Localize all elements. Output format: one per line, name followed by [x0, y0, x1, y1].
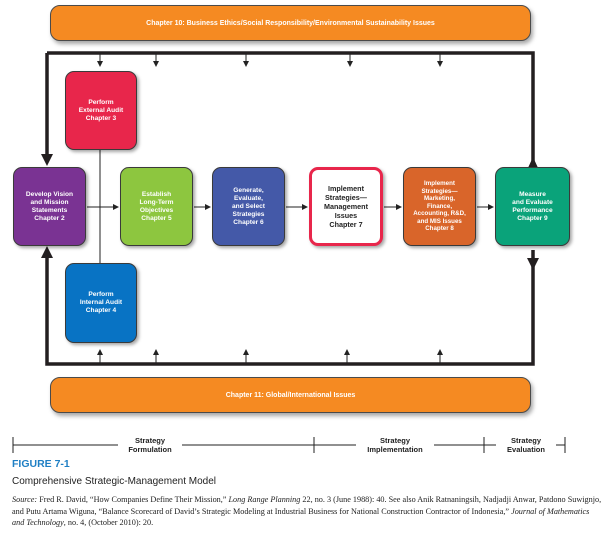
implement-management-label: Implement Strategies— Management Issues … — [324, 184, 368, 229]
phase-timeline — [12, 437, 566, 453]
phase-implementation: Strategy Implementation — [356, 436, 434, 454]
phase-formulation: Strategy Formulation — [118, 436, 182, 454]
top-down-arrows — [97, 54, 443, 67]
feedback-frame-top — [47, 51, 535, 162]
left-down-arrow — [41, 154, 53, 166]
long-term-objectives-label: Establish Long-Term Objectives Chapter 5 — [139, 190, 174, 222]
vision-mission-label: Develop Vision and Mission Statements Ch… — [25, 190, 74, 222]
figure-title: Comprehensive Strategic-Management Model — [12, 476, 216, 487]
source-journal-2: Journal of Mathematics and Technology — [12, 506, 590, 528]
internal-audit-label: Perform Internal Audit Chapter 4 — [79, 291, 123, 314]
generate-strategies-box: Generate, Evaluate, and Select Strategie… — [212, 167, 285, 246]
bottom-up-arrows — [97, 349, 443, 363]
implement-functional-label: Implement Strategies— Marketing, Finance… — [413, 179, 466, 233]
external-audit-box: Perform External Audit Chapter 3 — [65, 71, 137, 150]
global-issues-bar: Chapter 11: Global/International Issues — [50, 377, 531, 413]
measure-evaluate-box: Measure and Evaluate Performance Chapter… — [495, 167, 570, 246]
feedback-frame-bottom — [45, 250, 535, 366]
source-journal-1: Long Range Planning — [228, 495, 301, 504]
figure-number: FIGURE 7-1 — [12, 458, 70, 470]
internal-audit-box: Perform Internal Audit Chapter 4 — [65, 263, 137, 343]
source-text-1: Fred R. David, “How Companies Define The… — [37, 495, 229, 504]
generate-strategies-label: Generate, Evaluate, and Select Strategie… — [232, 186, 265, 226]
global-issues-label: Chapter 11: Global/International Issues — [225, 391, 356, 399]
long-term-objectives-box: Establish Long-Term Objectives Chapter 5 — [120, 167, 193, 246]
left-up-arrow — [41, 246, 53, 258]
ethics-issues-label: Chapter 10: Business Ethics/Social Respo… — [146, 19, 435, 27]
phase-evaluation: Strategy Evaluation — [496, 436, 556, 454]
external-audit-label: Perform External Audit Chapter 3 — [78, 98, 124, 122]
ethics-issues-bar: Chapter 10: Business Ethics/Social Respo… — [50, 5, 531, 41]
right-down-arrow — [527, 258, 539, 270]
source-text-3: , no. 4, (October 2010): 20. — [63, 518, 154, 527]
source-text-2: 22, no. 3 (June 1988): 40. See also Anik… — [12, 495, 602, 516]
vision-mission-box: Develop Vision and Mission Statements Ch… — [13, 167, 86, 246]
right-up-arrow — [527, 157, 539, 170]
measure-evaluate-label: Measure and Evaluate Performance Chapter… — [512, 190, 553, 222]
source-label: Source: — [12, 495, 38, 504]
figure-source: Source: Fred R. David, “How Companies De… — [12, 494, 602, 529]
implement-functional-box: Implement Strategies— Marketing, Finance… — [403, 167, 476, 246]
implement-management-box: Implement Strategies— Management Issues … — [309, 167, 383, 246]
